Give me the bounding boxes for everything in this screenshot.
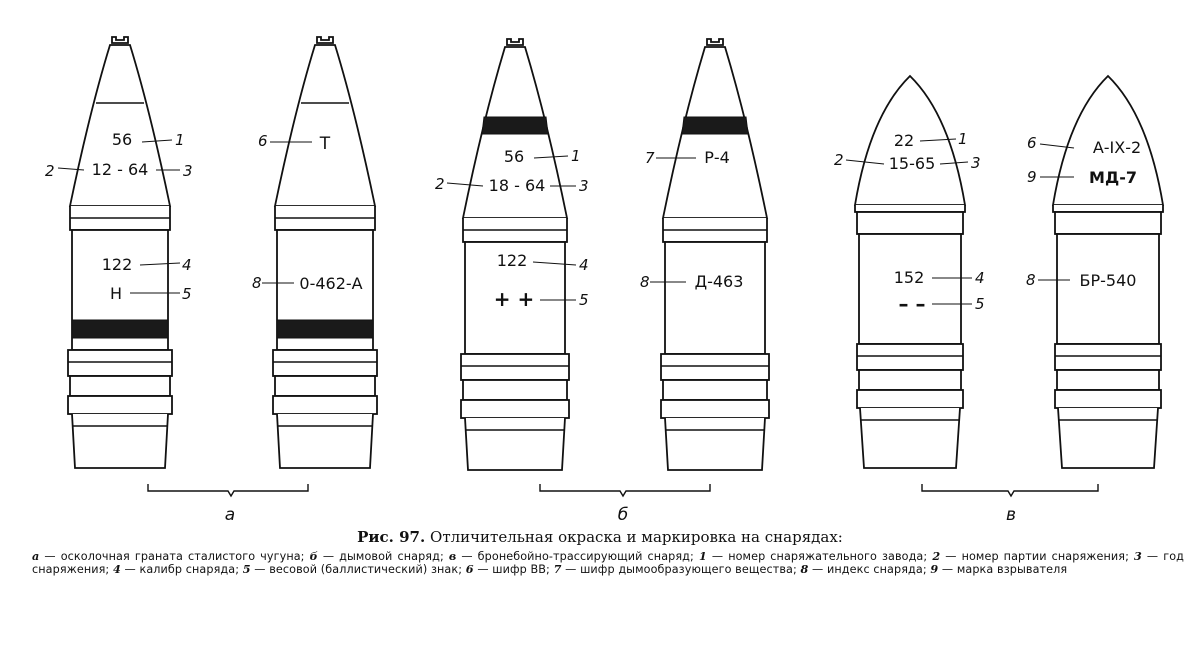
callout-c1-3: 3 xyxy=(971,154,981,172)
shell-c2 xyxy=(1051,74,1165,469)
shell-a2 xyxy=(272,36,378,469)
legend-item-c: в — бронебойно-трассирующий снаряд; xyxy=(448,549,694,564)
callout-b2-7: 7 xyxy=(645,149,655,167)
callout-c1-5: 5 xyxy=(975,295,985,313)
legend-item-6: 6 — шифр ВВ; xyxy=(465,562,550,577)
callout-a1-5: 5 xyxy=(182,285,192,303)
callout-a2-6: 6 xyxy=(258,132,268,150)
callout-b2-8: 8 xyxy=(640,273,650,291)
legend-item-9: 9 — марка взрывателя xyxy=(930,562,1068,577)
group-braces xyxy=(147,484,1099,498)
legend-item-a: а — осколочная граната сталистого чугуна… xyxy=(32,549,305,564)
caption-legend: а — осколочная граната сталистого чугуна… xyxy=(32,549,1185,577)
shell-a2-mark-index: 0-462-А xyxy=(299,274,362,293)
callout-a1-2: 2 xyxy=(45,162,55,180)
callout-a1-3: 3 xyxy=(183,162,193,180)
legend-item-8: 8 — индекс снаряда; xyxy=(800,562,927,577)
caption-title: Рис. 97. Отличительная окраска и маркиро… xyxy=(0,528,1200,546)
shell-b2-mark-smoke: Р-4 xyxy=(704,148,730,167)
legend-item-7: 7 — шифр дымообразующего вещества; xyxy=(553,562,797,577)
group-label-b: б xyxy=(618,505,628,525)
legend-item-1: 1 — номер снаряжательного завода; xyxy=(698,549,928,564)
callout-c1-4: 4 xyxy=(975,269,985,287)
shell-a1-mark-caliber: 122 xyxy=(102,255,133,274)
callout-c2-6: 6 xyxy=(1027,134,1037,152)
legend-item-2: 2 — номер партии снаряжения; xyxy=(932,549,1129,564)
callout-c1-1: 1 xyxy=(958,130,968,148)
callout-a1-4: 4 xyxy=(182,256,192,274)
shell-b2-mark-index: Д-463 xyxy=(695,272,744,291)
figure-caption: Рис. 97. Отличительная окраска и маркиро… xyxy=(0,528,1200,576)
legend-item-b: б — дымовой снаряд; xyxy=(309,549,444,564)
shell-c2-mark-index: БР-540 xyxy=(1080,271,1137,290)
shell-a1-mark-weight: Н xyxy=(110,284,122,303)
leader-lines xyxy=(57,138,1075,305)
shell-b2 xyxy=(660,38,770,471)
shell-a1-mark-batch-year: 12 - 64 xyxy=(92,160,149,179)
callout-b1-5: 5 xyxy=(579,291,589,309)
shell-b1-mark-batch-year: 18 - 64 xyxy=(489,176,546,195)
shell-a2-mark-explosive: Т xyxy=(319,134,331,154)
callout-c2-8: 8 xyxy=(1026,271,1036,289)
shell-a1-mark-factory: 56 xyxy=(112,130,132,149)
shell-b1-mark-weight: + + xyxy=(494,287,534,311)
callout-b1-4: 4 xyxy=(579,256,589,274)
shell-b1-mark-caliber: 122 xyxy=(497,251,528,270)
group-label-a: а xyxy=(225,505,235,525)
callout-c2-9: 9 xyxy=(1027,168,1037,186)
callout-b1-1: 1 xyxy=(571,147,581,165)
shell-c2-mark-fuze: МД-7 xyxy=(1089,168,1137,187)
shell-a1 xyxy=(67,36,173,469)
group-label-c: в xyxy=(1006,505,1016,525)
legend-item-5: 5 — весовой (баллистический) знак; xyxy=(242,562,463,577)
shell-c1-mark-factory: 22 xyxy=(894,131,914,150)
legend-item-3: 3 — год снаряжения; xyxy=(32,549,1185,577)
callout-a1-1: 1 xyxy=(175,131,185,149)
legend-item-4: 4 — калибр снаряда; xyxy=(112,562,240,577)
shell-c1-mark-caliber: 152 xyxy=(894,268,925,287)
callout-b1-2: 2 xyxy=(435,175,445,193)
caption-figure-text: Отличительная окраска и маркировка на сн… xyxy=(430,528,843,546)
shell-b1-mark-factory: 56 xyxy=(504,147,524,166)
callout-b1-3: 3 xyxy=(579,177,589,195)
shell-c2-mark-explosive: А-IХ-2 xyxy=(1093,138,1141,157)
shell-b1 xyxy=(460,38,570,471)
shell-c1-mark-batch-year: 15-65 xyxy=(889,154,936,173)
shell-c1-mark-weight: – – xyxy=(899,292,926,316)
callout-c1-2: 2 xyxy=(834,151,844,169)
callout-a2-8: 8 xyxy=(252,274,262,292)
caption-figure-number: Рис. 97. xyxy=(357,528,426,546)
shell-c1 xyxy=(853,74,967,469)
